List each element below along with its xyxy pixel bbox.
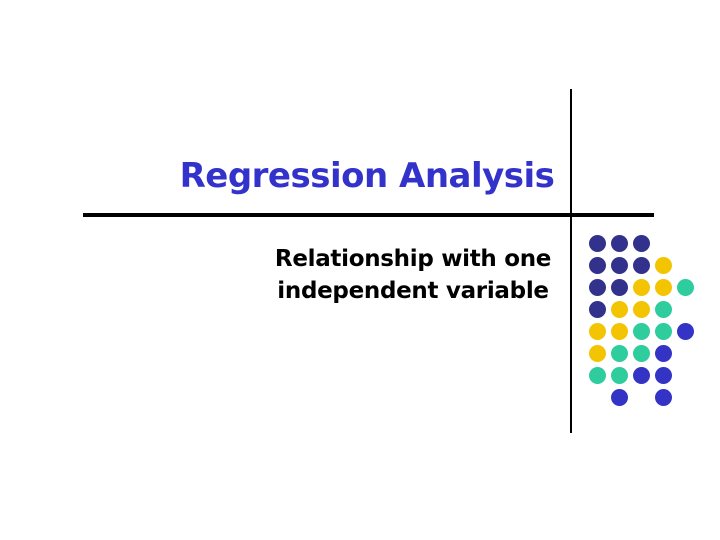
dot-teal [610, 344, 628, 362]
dot-gold [610, 300, 628, 318]
dot-navy [610, 256, 628, 274]
subtitle-line-2: independent variable [277, 278, 549, 304]
dot-gold [632, 278, 650, 296]
dot-teal [632, 344, 650, 362]
subtitle-line-1: Relationship with one [274, 246, 552, 272]
dot-teal [676, 278, 694, 296]
dot-gold [588, 344, 606, 362]
horizontal-divider-line [83, 213, 654, 217]
dot-gold [654, 256, 672, 274]
dot-blue [676, 322, 694, 340]
slide-subtitle: Relationship with one independent variab… [213, 243, 613, 307]
dot-gold [588, 322, 606, 340]
dot-navy [610, 234, 628, 252]
dot-teal [654, 322, 672, 340]
dot-blue [654, 344, 672, 362]
dot-teal [610, 366, 628, 384]
slide-title: Regression Analysis [179, 156, 555, 196]
dot-gold [610, 322, 628, 340]
dot-blue [632, 366, 650, 384]
dot-blue [610, 388, 628, 406]
dot-teal [632, 322, 650, 340]
dot-gold [632, 300, 650, 318]
dot-navy [610, 278, 628, 296]
dot-navy [632, 256, 650, 274]
dot-blue [654, 366, 672, 384]
vertical-accent-line [570, 89, 572, 433]
dot-teal [654, 300, 672, 318]
dot-blue [654, 388, 672, 406]
dot-navy [632, 234, 650, 252]
dot-gold [654, 278, 672, 296]
dot-teal [588, 366, 606, 384]
